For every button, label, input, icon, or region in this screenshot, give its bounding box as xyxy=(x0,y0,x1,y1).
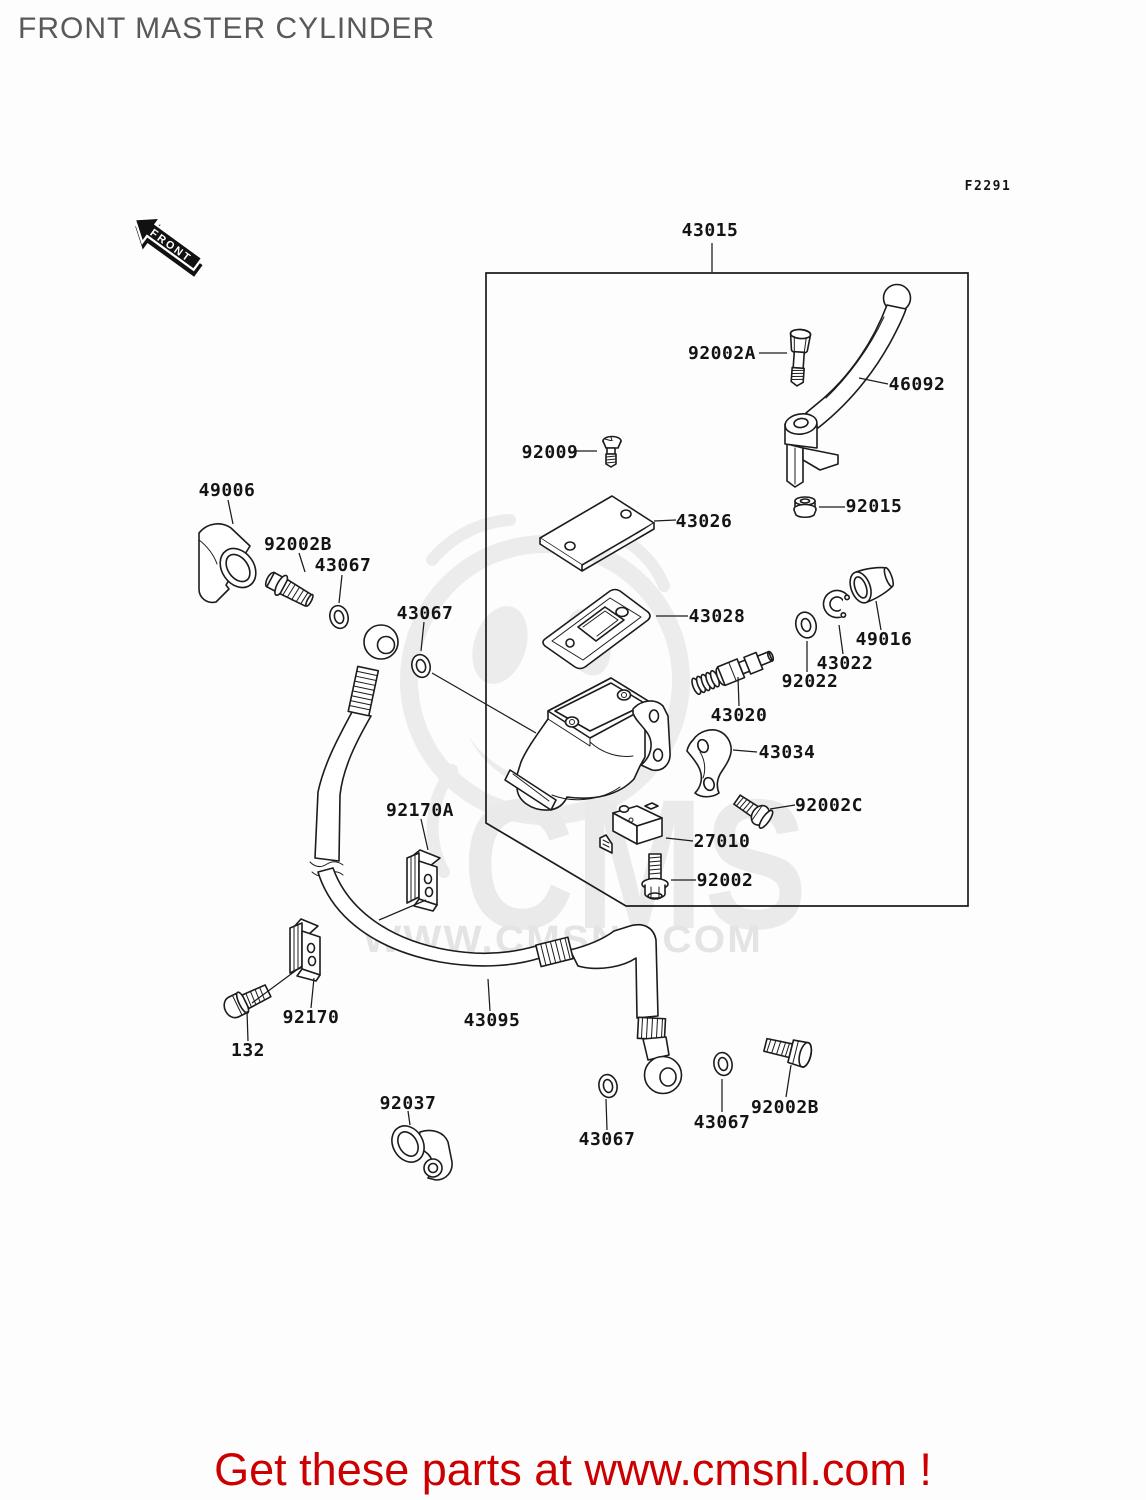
part-label-92002b: 92002B xyxy=(264,534,332,555)
part-label-92170: 92170 xyxy=(283,1007,340,1028)
lever-pivot-nut xyxy=(793,496,817,519)
part-label-43067: 43067 xyxy=(579,1129,636,1150)
hose-bracket-upper xyxy=(406,849,441,912)
reservoir-cap xyxy=(539,495,655,572)
handlebar-clamp xyxy=(686,729,732,798)
part-label-92002b: 92002B xyxy=(751,1097,819,1118)
reservoir-elbow-boot xyxy=(198,523,257,604)
lever-pivot-bolt xyxy=(789,328,812,387)
brake-light-switch xyxy=(599,802,663,854)
hose-bracket-lower xyxy=(289,918,321,982)
banjo-bolt-lower xyxy=(763,1037,813,1068)
piston-washer xyxy=(794,611,818,639)
part-label-92002a: 92002A xyxy=(688,343,756,364)
banjo-washer xyxy=(329,604,349,630)
part-label-92009: 92009 xyxy=(522,442,579,463)
part-label-92022: 92022 xyxy=(782,671,839,692)
part-label-43034: 43034 xyxy=(759,742,816,763)
brake-hose xyxy=(309,624,683,1095)
part-label-92015: 92015 xyxy=(846,496,903,517)
banjo-washer xyxy=(411,653,431,679)
page-title: FRONT MASTER CYLINDER xyxy=(18,12,436,45)
bracket-bolt xyxy=(223,984,272,1019)
part-label-92002: 92002 xyxy=(697,870,754,891)
part-label-49006: 49006 xyxy=(199,480,256,501)
part-label-43026: 43026 xyxy=(676,511,733,532)
master-cylinder-body xyxy=(504,677,671,811)
reservoir-cap-screw xyxy=(602,435,622,468)
brake-lever xyxy=(784,283,912,488)
part-label-f2291: F2291 xyxy=(965,179,1012,194)
piston-dust-boot xyxy=(849,566,895,604)
part-label-43020: 43020 xyxy=(711,705,768,726)
piston-circlip xyxy=(822,589,861,619)
clamp-bolt xyxy=(733,794,774,829)
banjo-washer xyxy=(598,1073,618,1099)
part-label-49016: 49016 xyxy=(856,629,913,650)
part-label-43067: 43067 xyxy=(694,1112,751,1133)
part-label-43015: 43015 xyxy=(682,220,739,241)
leader-lines xyxy=(227,243,889,1131)
part-label-43095: 43095 xyxy=(464,1010,521,1031)
reservoir-diaphragm xyxy=(542,588,651,670)
banjo-washer xyxy=(713,1051,733,1077)
part-label-43022: 43022 xyxy=(817,653,874,674)
part-label-132: 132 xyxy=(231,1040,265,1061)
part-label-92170a: 92170A xyxy=(386,800,454,821)
front-direction-arrow: FRONT xyxy=(133,216,204,277)
hose-clamp xyxy=(391,1125,453,1181)
part-label-46092: 46092 xyxy=(889,374,946,395)
part-label-27010: 27010 xyxy=(694,831,751,852)
piston-assembly xyxy=(691,650,775,696)
part-labels: 43015 92002A 46092 92009 92015 43026 49006 9200… xyxy=(199,179,1012,1150)
part-label-92037: 92037 xyxy=(380,1093,437,1114)
promo-banner-link[interactable]: Get these parts at www.cmsnl.com ! xyxy=(214,1444,932,1495)
part-label-43067: 43067 xyxy=(315,555,372,576)
part-label-92002c: 92002C xyxy=(795,795,863,816)
assembly-outline-box xyxy=(485,272,969,907)
banjo-bolt-upper xyxy=(264,571,314,607)
switch-mount-bolt xyxy=(641,853,669,900)
part-label-43067: 43067 xyxy=(397,603,454,624)
part-label-43028: 43028 xyxy=(689,606,746,627)
